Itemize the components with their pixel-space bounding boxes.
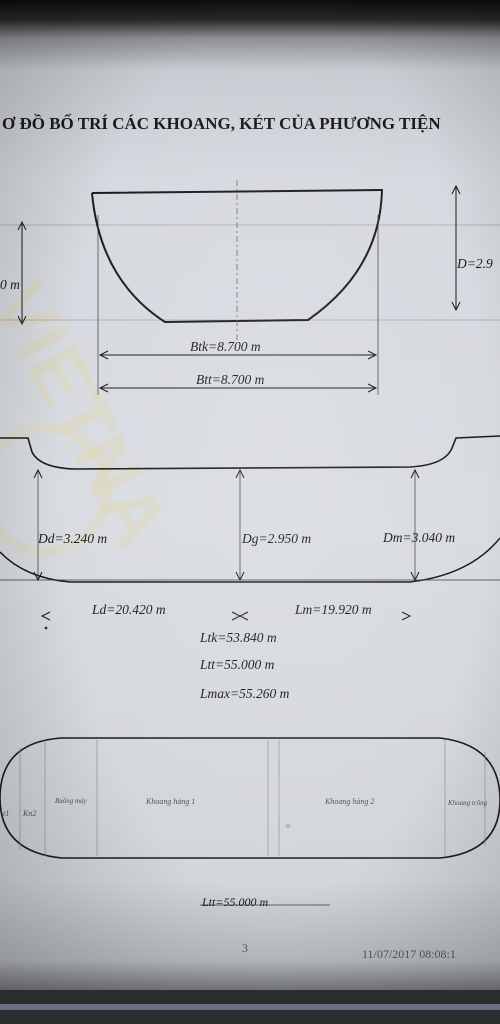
- cross-section-view: [0, 180, 500, 395]
- btt-label: Btt=8.700 m: [196, 372, 265, 387]
- side-profile-view: [0, 435, 500, 630]
- compartment-hold-2: Khoang hàng 2: [324, 797, 374, 806]
- taskbar-strip: [0, 1004, 500, 1010]
- ltt-label: Ltt=55.000 m: [199, 657, 275, 672]
- left-partial-label: 0 m: [0, 277, 20, 292]
- hull-plan-outline: [0, 737, 500, 859]
- hull-cross-section: [91, 188, 384, 324]
- watermark-seal: [0, 423, 112, 557]
- ltk-label: Ltk=53.840 m: [199, 630, 277, 645]
- dd-label: Dd=3.240 m: [37, 531, 107, 546]
- plan-ltt-label: Ltt=55.000 m: [201, 895, 268, 909]
- timestamp: 11/07/2017 08:08:1: [362, 947, 456, 961]
- dg-label: Dg=2.950 m: [241, 531, 311, 546]
- compartment-void: Khoang trống: [447, 799, 488, 807]
- deck-line: [0, 435, 500, 470]
- depth-label: D=2.9: [456, 256, 493, 271]
- keel-line: [0, 537, 500, 583]
- page-title: Ơ ĐỒ BỐ TRÍ CÁC KHOANG, KÉT CỦA PHƯƠNG T…: [2, 113, 441, 133]
- lm-label: Lm=19.920 m: [294, 602, 372, 617]
- compartment-t1: t1: [3, 809, 9, 818]
- watermark: VIETNA: [0, 267, 187, 561]
- compartment-hold-1: Khoang hàng 1: [145, 797, 195, 806]
- dm-label: Dm=3.040 m: [382, 530, 455, 545]
- ld-label: Ld=20.420 m: [91, 602, 166, 617]
- lmax-label: Lmax=55.260 m: [199, 686, 290, 701]
- plan-view: [0, 737, 500, 906]
- compartment-kn2: Kn2: [22, 809, 36, 818]
- page-number: 3: [242, 941, 248, 955]
- compartment-engine-room: Buồng máy: [55, 797, 88, 805]
- btk-label: Btk=8.700 m: [190, 339, 261, 354]
